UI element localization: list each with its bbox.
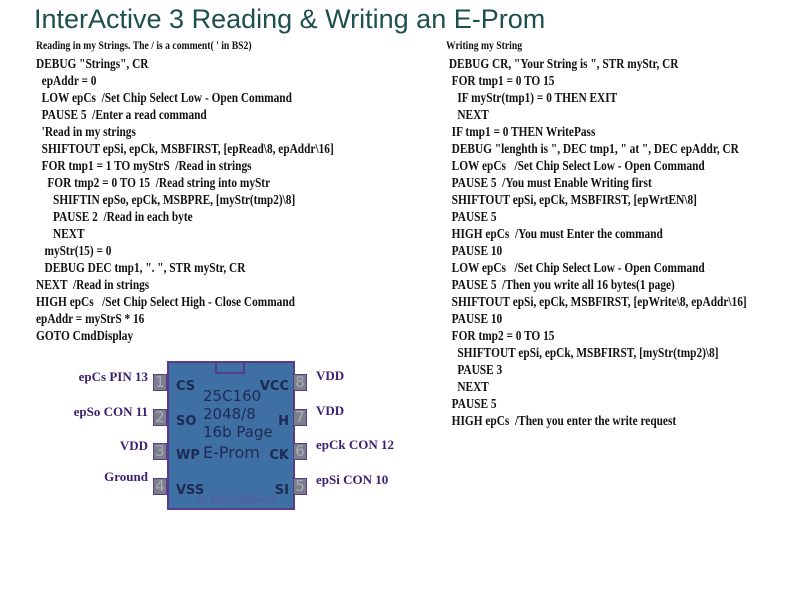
chip-type: E-Prom bbox=[203, 443, 260, 462]
chip-footer: In BreadBoard bbox=[197, 493, 276, 506]
pin-4: 4 bbox=[153, 478, 167, 495]
pin-label-1: epCs PIN 13 bbox=[78, 369, 148, 384]
code-line: LOW epCs /Set Chip Select Low - Open Com… bbox=[36, 90, 292, 105]
pin-label-4: Ground bbox=[104, 469, 148, 484]
pin-name-so: SO bbox=[176, 414, 197, 429]
code-line: IF tmp1 = 0 THEN WritePass bbox=[446, 124, 596, 139]
code-line: PAUSE 10 bbox=[446, 243, 503, 258]
code-line: PAUSE 5 /Then you write all 16 bytes(1 p… bbox=[446, 277, 675, 292]
write-code-block: Writing my String DEBUG CR, "Your String… bbox=[446, 38, 747, 429]
pin-label-6: epCk CON 12 bbox=[316, 437, 395, 452]
pin-label-3: VDD bbox=[119, 438, 148, 453]
code-line: LOW epCs /Set Chip Select Low - Open Com… bbox=[446, 158, 705, 173]
code-line: PAUSE 5 bbox=[446, 209, 497, 224]
code-line: NEXT bbox=[446, 379, 489, 394]
code-line: 'Read in my strings bbox=[36, 124, 136, 139]
code-line: DEBUG "Strings", CR bbox=[36, 56, 149, 71]
code-line: NEXT bbox=[36, 226, 85, 241]
chip-page: 16b Page bbox=[203, 423, 273, 441]
code-line: FOR tmp2 = 0 TO 15 bbox=[446, 328, 555, 343]
code-line: FOR tmp1 = 1 TO myStrS /Read in strings bbox=[36, 158, 252, 173]
code-line: epAddr = myStrS * 16 bbox=[36, 311, 145, 326]
pin-label-2: epSo CON 11 bbox=[73, 404, 148, 419]
code-line: FOR tmp1 = 0 TO 15 bbox=[446, 73, 555, 88]
code-line: myStr(15) = 0 bbox=[36, 243, 112, 258]
code-line: PAUSE 2 /Read in each byte bbox=[36, 209, 193, 224]
code-line: SHIFTIN epSo, epCk, MSBPRE, [myStr(tmp2)… bbox=[36, 192, 296, 207]
slide-title: InterActive 3 Reading & Writing an E-Pro… bbox=[34, 4, 546, 34]
chip-model: 25C160 bbox=[203, 387, 262, 405]
read-code-block: Reading in my Strings. The / is a commen… bbox=[36, 38, 334, 344]
pin-label-5: epSi CON 10 bbox=[316, 472, 389, 487]
pin-7: 7 bbox=[293, 409, 307, 426]
pin-name-wp: WP bbox=[176, 448, 200, 463]
code-line: IF myStr(tmp1) = 0 THEN EXIT bbox=[446, 90, 618, 105]
pin-name-vss: VSS bbox=[176, 483, 205, 498]
code-line: HIGH epCs /Then you enter the write requ… bbox=[446, 413, 677, 428]
code-line: SHIFTOUT epSi, epCk, MSBFIRST, [myStr(tm… bbox=[446, 345, 719, 360]
code-line: DEBUG CR, "Your String is ", STR myStr, … bbox=[446, 56, 679, 71]
code-line: SHIFTOUT epSi, epCk, MSBFIRST, [epWrtEN\… bbox=[446, 192, 697, 207]
pin-label-8: VDD bbox=[316, 368, 345, 383]
write-heading: Writing my String bbox=[446, 40, 523, 52]
pin-name-vcc: VCC bbox=[259, 379, 289, 394]
pin-label-7: VDD bbox=[316, 403, 345, 418]
code-line: PAUSE 5 /Enter a read command bbox=[36, 107, 207, 122]
code-line: PAUSE 10 bbox=[446, 311, 503, 326]
code-line: epAddr = 0 bbox=[36, 73, 97, 88]
code-line: NEXT bbox=[446, 107, 489, 122]
code-line: SHIFTOUT epSi, epCk, MSBFIRST, [epRead\8… bbox=[36, 141, 334, 156]
pin-3: 3 bbox=[153, 443, 167, 460]
pin-2: 2 bbox=[153, 409, 167, 426]
pin-name-ck: CK bbox=[269, 448, 289, 463]
code-line: GOTO CmdDisplay bbox=[36, 328, 134, 343]
code-line: FOR tmp2 = 0 TO 15 /Read string into myS… bbox=[36, 175, 271, 190]
pin-6: 6 bbox=[293, 443, 307, 460]
code-line: HIGH epCs /You must Enter the command bbox=[446, 226, 663, 241]
code-line: PAUSE 5 /You must Enable Writing first bbox=[446, 175, 652, 190]
pin-1: 1 bbox=[153, 374, 167, 391]
chip-size: 2048/8 bbox=[203, 405, 256, 423]
read-heading: Reading in my Strings. The / is a commen… bbox=[36, 40, 252, 52]
code-line: LOW epCs /Set Chip Select Low - Open Com… bbox=[446, 260, 705, 275]
pin-5: 5 bbox=[293, 478, 307, 495]
code-line: DEBUG "lenghth is ", DEC tmp1, " at ", D… bbox=[446, 141, 739, 156]
code-line: DEBUG DEC tmp1, ". ", STR myStr, CR bbox=[36, 260, 246, 275]
chip-notch bbox=[215, 361, 245, 374]
pin-name-cs: CS bbox=[176, 379, 196, 394]
code-line: PAUSE 3 bbox=[446, 362, 503, 377]
code-line: HIGH epCs /Set Chip Select High - Close … bbox=[36, 294, 295, 309]
pin-8: 8 bbox=[293, 374, 307, 391]
pin-name-h: H bbox=[278, 414, 289, 429]
code-line: NEXT /Read in strings bbox=[36, 277, 150, 292]
pin-name-si: SI bbox=[274, 483, 289, 498]
eprom-chip-diagram: 25C160 2048/8 16b Page E-Prom In BreadBo… bbox=[167, 361, 295, 510]
code-line: SHIFTOUT epSi, epCk, MSBFIRST, [epWrite\… bbox=[446, 294, 747, 309]
code-line: PAUSE 5 bbox=[446, 396, 497, 411]
